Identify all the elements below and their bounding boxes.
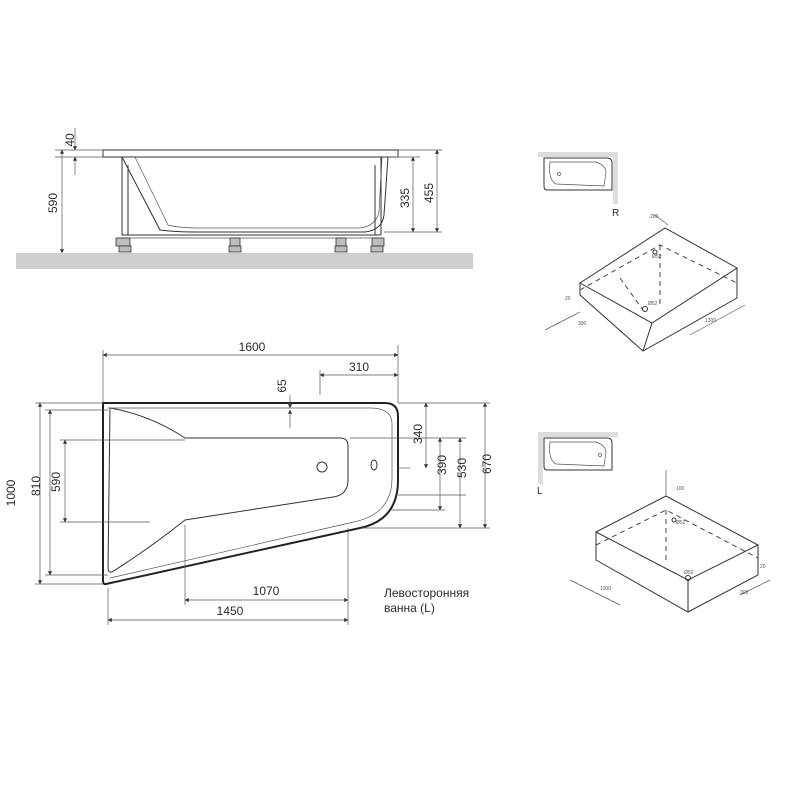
feet — [115, 237, 385, 253]
tub-rim — [102, 149, 399, 158]
dim-width-total: 1000 — [4, 479, 18, 506]
thumbnail-right: R — [538, 152, 619, 219]
dim-drain-offset: 65 — [275, 379, 289, 393]
side-view: 40 590 335 455 — [16, 128, 473, 269]
dim-height-total: 590 — [46, 193, 60, 213]
floor — [16, 253, 473, 269]
caption-line1: Левосторонняя — [384, 586, 469, 600]
dim-width-810: 810 — [29, 476, 43, 496]
dim-right-offset: 310 — [349, 360, 369, 374]
thumb-l-label: L — [537, 486, 543, 497]
iso-left: 100 20 1300 300 Ø52 Ø52 — [569, 470, 771, 613]
iso-l-side: 20 — [760, 564, 766, 570]
tub-shell — [121, 156, 389, 233]
thumb-r-label: R — [612, 208, 619, 219]
tub-outline — [102, 402, 399, 586]
dim-bottom-1450: 1450 — [217, 604, 244, 618]
dim-rim: 40 — [63, 133, 77, 147]
dim-bottom-1070: 1070 — [253, 584, 280, 598]
dim-right-340: 340 — [411, 424, 425, 444]
dim-width-590: 590 — [49, 472, 63, 492]
iso-l-circle-a: Ø52 — [684, 570, 694, 576]
dim-outer-height: 455 — [422, 183, 436, 203]
iso-r-front-right: 1300 — [705, 318, 716, 324]
iso-r-top: 280 — [650, 214, 659, 220]
iso-l-front-left: 1300 — [600, 586, 611, 592]
iso-l-circle-b: Ø52 — [676, 520, 686, 526]
tub-inner-lip — [108, 407, 393, 579]
drain — [316, 461, 328, 473]
dim-right-390: 390 — [435, 455, 449, 475]
dim-right-670: 670 — [480, 454, 494, 474]
tub-inner — [107, 407, 349, 573]
overflow — [370, 459, 378, 471]
caption-line2: ванна (L) — [384, 601, 435, 615]
iso-right: 280 20 300 1300 Ø52 Ø52 — [544, 214, 746, 352]
iso-r-circle-a: Ø52 — [648, 301, 658, 307]
top-view: 1600 310 65 1000 810 590 340 390 530 — [4, 340, 494, 625]
thumbnail-left: L — [537, 432, 618, 497]
tub-shell-inner — [134, 156, 383, 229]
iso-r-circle-b: Ø52 — [652, 254, 662, 260]
iso-l-top: 100 — [676, 486, 685, 492]
iso-r-side: 20 — [565, 296, 571, 302]
iso-r-front-left: 300 — [578, 321, 587, 327]
dim-length-total: 1600 — [239, 340, 266, 354]
iso-l-front-right: 300 — [740, 590, 749, 596]
dim-right-530: 530 — [455, 458, 469, 478]
dim-inner-depth: 335 — [398, 188, 412, 208]
